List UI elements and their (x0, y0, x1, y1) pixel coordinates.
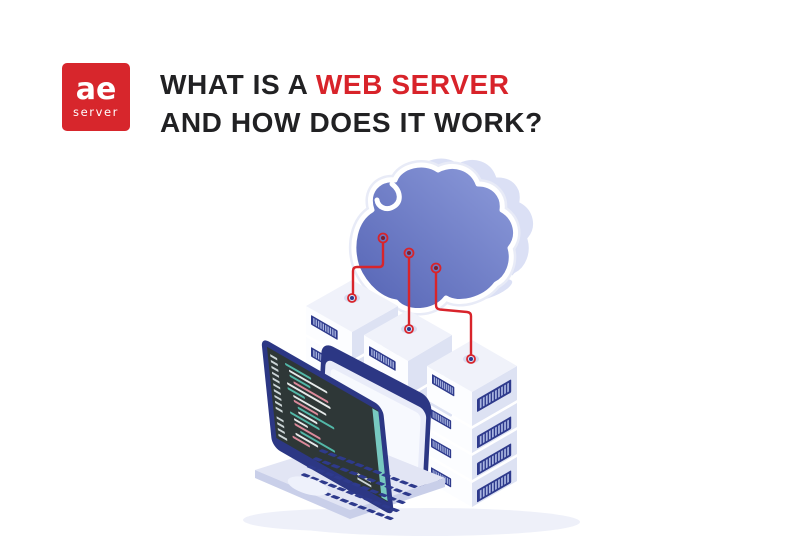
aeserver-logo: ae server (62, 63, 130, 131)
page-title: WHAT IS A WEB SERVER AND HOW DOES IT WOR… (160, 66, 543, 142)
banner-header: ae server WHAT IS A WEB SERVER AND HOW D… (62, 63, 543, 142)
laptop-trackpad (287, 476, 329, 496)
title-line1-prefix: WHAT IS A (160, 69, 316, 100)
connection-cables (351, 241, 473, 357)
code-line-numbers (270, 354, 285, 435)
logo-wordmark: ae (75, 71, 117, 107)
ground-shadow (243, 508, 580, 536)
cloud-icon (349, 153, 539, 316)
server-tower-right (427, 340, 517, 507)
logo-subtext: server (72, 104, 119, 119)
title-line-1: WHAT IS A WEB SERVER (160, 66, 543, 104)
laptop-with-code (255, 340, 445, 521)
title-line-2: AND HOW DOES IT WORK? (160, 107, 543, 138)
code-lines (278, 362, 372, 488)
title-line1-highlight: WEB SERVER (315, 69, 510, 100)
